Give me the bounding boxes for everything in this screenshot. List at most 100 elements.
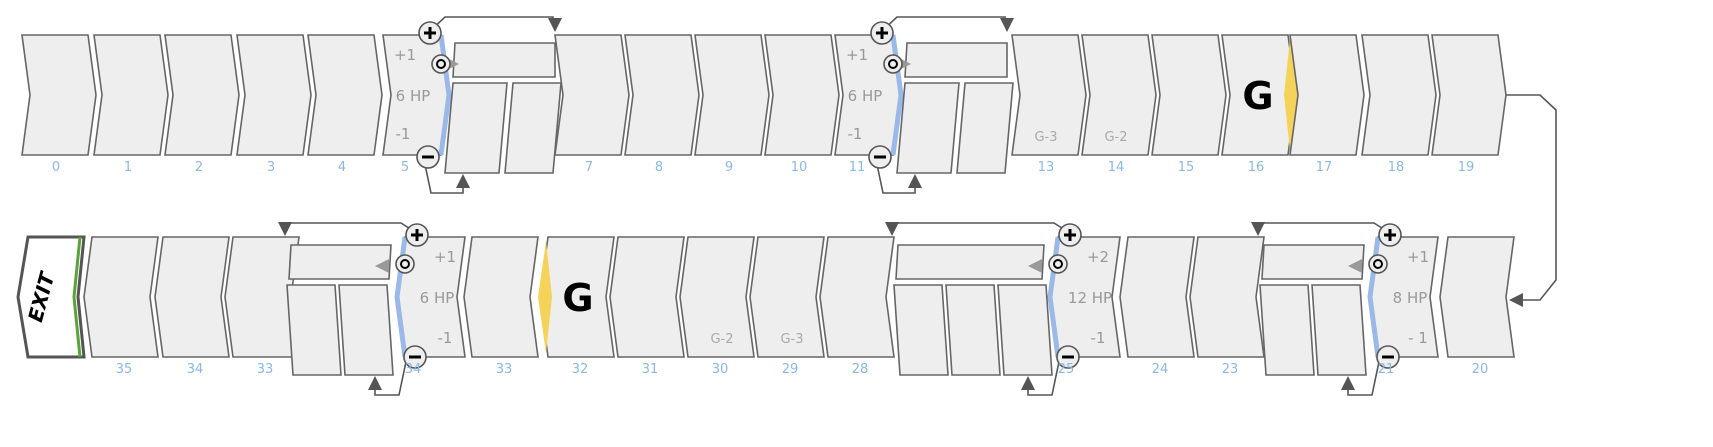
hp-value: 12 HP <box>1068 289 1112 307</box>
board-space <box>1151 34 1227 156</box>
arrowhead-icon <box>885 222 899 236</box>
gate-marker <box>1284 39 1298 151</box>
board-space <box>21 34 97 156</box>
space-number: 7 <box>585 160 593 175</box>
space-number: 34 <box>187 362 204 377</box>
board-space <box>83 236 159 358</box>
branch-tile <box>945 284 1001 376</box>
space-number: 9 <box>725 160 733 175</box>
branch-node-icon <box>395 254 415 274</box>
space-number: 2 <box>195 160 203 175</box>
board-space <box>554 34 630 156</box>
gate-countdown: G-2 <box>1104 130 1127 145</box>
hp-value: 6 HP <box>420 289 455 307</box>
branch-node-icon-glyph <box>436 59 446 69</box>
branch-tile <box>504 82 562 174</box>
board-space <box>1081 34 1157 156</box>
minus-icon <box>1056 345 1080 369</box>
space-number: 5 <box>401 160 409 175</box>
hp-plus-label: +2 <box>1087 248 1109 266</box>
plus-icon <box>418 21 442 45</box>
branch-node-icon <box>1048 254 1068 274</box>
branch-tile <box>956 82 1014 174</box>
board-space <box>694 34 770 156</box>
board-space <box>463 236 539 358</box>
branch-node-icon-bg <box>883 54 903 74</box>
plus-icon-glyph <box>876 27 888 39</box>
exit-stripe <box>72 236 82 358</box>
minus-icon <box>868 145 892 169</box>
hp-plus-label: +1 <box>1407 248 1429 266</box>
board-space <box>679 236 755 358</box>
branch-node-icon-bg <box>395 254 415 274</box>
space-number: 33 <box>496 362 513 377</box>
gate-label: G <box>562 276 593 320</box>
arrowhead-icon <box>1251 222 1265 236</box>
board-space <box>236 34 312 156</box>
minus-icon <box>403 345 427 369</box>
branch-tile <box>452 42 556 78</box>
branch-tile <box>904 42 1008 78</box>
gate-marker <box>538 241 552 353</box>
space-number: 33 <box>257 362 274 377</box>
board-space <box>1431 34 1507 156</box>
arrow-left-icon <box>1348 259 1362 273</box>
space-number: 25 <box>1058 362 1075 377</box>
hp-plus-label: +1 <box>394 46 416 64</box>
space-number: 4 <box>338 160 346 175</box>
board-space <box>154 236 230 358</box>
space-number: 11 <box>849 160 866 175</box>
board-space <box>1439 236 1515 358</box>
plus-icon <box>870 21 894 45</box>
space-number: 19 <box>1458 160 1475 175</box>
board-space <box>764 34 840 156</box>
loop-path <box>1259 222 1389 233</box>
board-space <box>1289 34 1365 156</box>
arrowhead-icon <box>368 376 382 390</box>
arrowhead-icon <box>1000 18 1014 32</box>
hp-minus-label: -1 <box>396 125 411 143</box>
row-connector <box>1506 94 1557 301</box>
hp-minus-label: -1 <box>438 329 453 347</box>
branch-tile <box>1259 284 1315 376</box>
space-number: 20 <box>1472 362 1489 377</box>
arrow-left-icon <box>375 259 389 273</box>
branch-node-icon <box>1368 254 1388 274</box>
branch-tile <box>893 284 949 376</box>
hp-value: 8 HP <box>1393 289 1428 307</box>
loop-path <box>430 16 554 31</box>
loop-path <box>286 222 416 233</box>
hp-minus-label: -1 <box>848 125 863 143</box>
gate-label: G <box>1242 74 1273 118</box>
branch-node-icon-glyph <box>1053 259 1063 269</box>
branch-tile <box>338 284 394 376</box>
arrowhead-icon <box>456 174 470 188</box>
space-number: 23 <box>1222 362 1239 377</box>
branch-node-icon-glyph <box>400 259 410 269</box>
space-number: 28 <box>852 362 869 377</box>
plus-icon-glyph <box>424 27 436 39</box>
space-number: 18 <box>1388 160 1405 175</box>
gate-countdown: G-3 <box>780 332 803 347</box>
loop-path <box>882 16 1006 31</box>
branch-tile <box>286 284 342 376</box>
space-number: 1 <box>124 160 132 175</box>
branch-tile <box>895 244 1045 280</box>
plus-icon-glyph <box>1384 229 1396 241</box>
board-space <box>819 236 895 358</box>
branch-tile <box>997 284 1053 376</box>
branch-tile <box>896 82 960 174</box>
space-number: 3 <box>267 160 275 175</box>
branch-node-icon-glyph <box>888 59 898 69</box>
space-number: 30 <box>712 362 729 377</box>
branch-tile <box>444 82 508 174</box>
hp-minus-label: - 1 <box>1408 329 1428 347</box>
board-space <box>749 236 825 358</box>
space-number: 13 <box>1038 160 1055 175</box>
board-space <box>1221 34 1297 156</box>
arrowhead-icon <box>1021 376 1035 390</box>
board-space <box>609 236 685 358</box>
space-number: 31 <box>642 362 659 377</box>
branch-node-icon <box>883 54 903 74</box>
